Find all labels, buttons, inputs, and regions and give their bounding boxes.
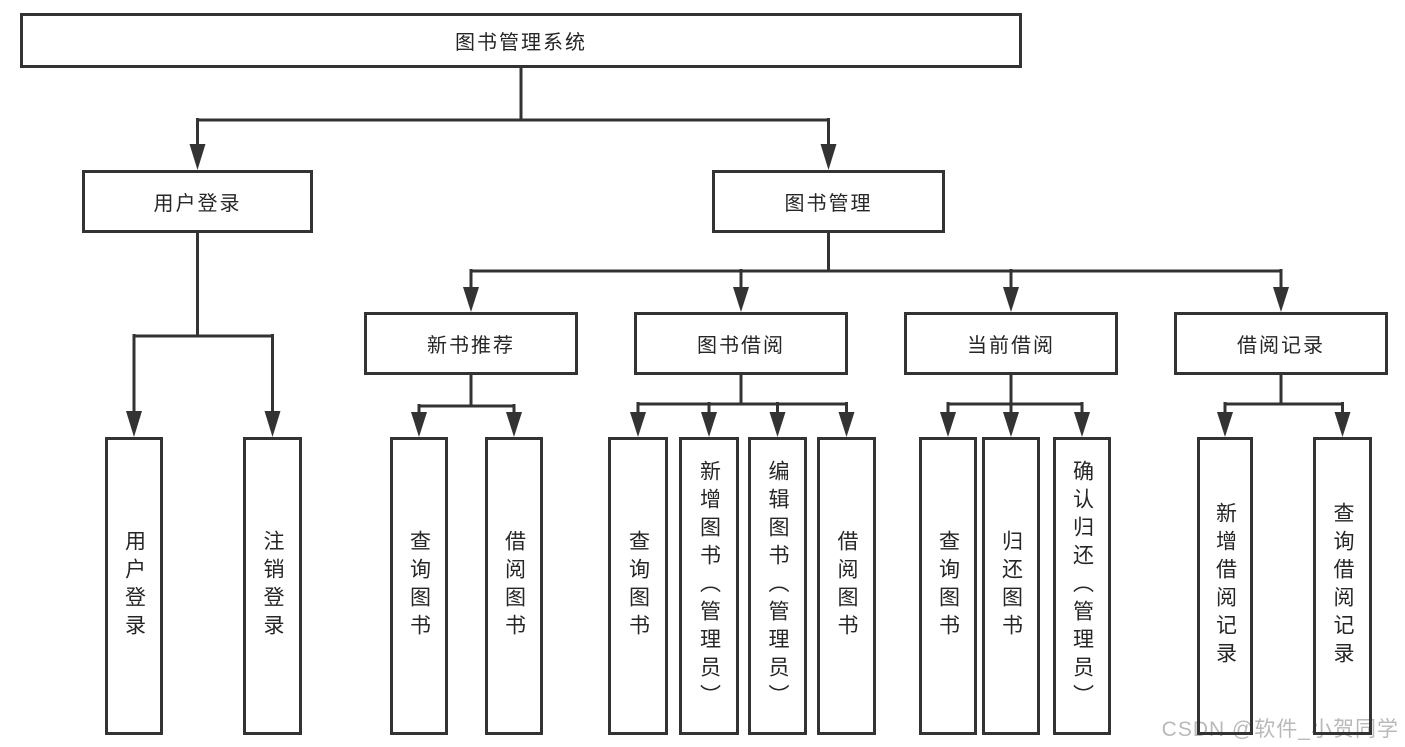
node-book-borrow: 图书借阅 <box>634 312 848 375</box>
node-book-borrow-label: 图书借阅 <box>697 335 785 357</box>
node-user-login: 用户登录 <box>82 170 313 233</box>
leaf-current-query-book-label: 查询图书 <box>936 530 960 642</box>
leaf-confirm-return-admin: 确认归还（管理员） <box>1053 437 1111 735</box>
node-current-borrow-label: 当前借阅 <box>967 335 1055 357</box>
arrowheads <box>126 144 1351 437</box>
leaf-current-query-book: 查询图书 <box>919 437 977 735</box>
leaf-logout: 注销登录 <box>243 437 302 735</box>
leaf-add-book-admin: 新增图书（管理员） <box>679 437 739 735</box>
node-root: 图书管理系统 <box>20 13 1022 68</box>
leaf-borrow-book: 借阅图书 <box>817 437 876 735</box>
leaf-borrow-query-book-label: 查询图书 <box>626 530 650 642</box>
node-borrow-record: 借阅记录 <box>1174 312 1388 375</box>
leaf-return-book: 归还图书 <box>982 437 1040 735</box>
node-current-borrow: 当前借阅 <box>904 312 1118 375</box>
leaf-borrow-query-book: 查询图书 <box>608 437 668 735</box>
node-root-label: 图书管理系统 <box>455 32 587 54</box>
leaf-user-login-label: 用户登录 <box>122 530 146 642</box>
leaf-recommend-borrow-book: 借阅图书 <box>485 437 543 735</box>
node-new-book-recommend: 新书推荐 <box>364 312 578 375</box>
leaf-return-book-label: 归还图书 <box>999 530 1023 642</box>
node-borrow-record-label: 借阅记录 <box>1237 335 1325 357</box>
node-book-management: 图书管理 <box>712 170 945 233</box>
leaf-recommend-borrow-book-label: 借阅图书 <box>502 530 526 642</box>
leaf-user-login: 用户登录 <box>105 437 163 735</box>
leaf-borrow-book-label: 借阅图书 <box>835 530 858 642</box>
leaf-logout-label: 注销登录 <box>261 530 284 642</box>
leaf-edit-book-admin: 编辑图书（管理员） <box>748 437 807 735</box>
leaf-recommend-query-book-label: 查询图书 <box>407 530 431 642</box>
leaf-add-borrow-record: 新增借阅记录 <box>1197 437 1253 735</box>
leaf-edit-book-admin-label: 编辑图书（管理员） <box>766 460 789 712</box>
leaf-query-borrow-record: 查询借阅记录 <box>1313 437 1372 735</box>
leaf-query-borrow-record-label: 查询借阅记录 <box>1331 502 1354 670</box>
leaf-add-borrow-record-label: 新增借阅记录 <box>1213 502 1237 670</box>
node-new-book-recommend-label: 新书推荐 <box>427 335 515 357</box>
leaf-add-book-admin-label: 新增图书（管理员） <box>697 460 721 712</box>
leaf-recommend-query-book: 查询图书 <box>390 437 448 735</box>
node-book-management-label: 图书管理 <box>784 193 873 215</box>
node-user-login-label: 用户登录 <box>153 193 242 215</box>
csdn-watermark: CSDN @软件_小贺同学 <box>1161 718 1399 741</box>
leaf-confirm-return-admin-label: 确认归还（管理员） <box>1070 460 1094 712</box>
